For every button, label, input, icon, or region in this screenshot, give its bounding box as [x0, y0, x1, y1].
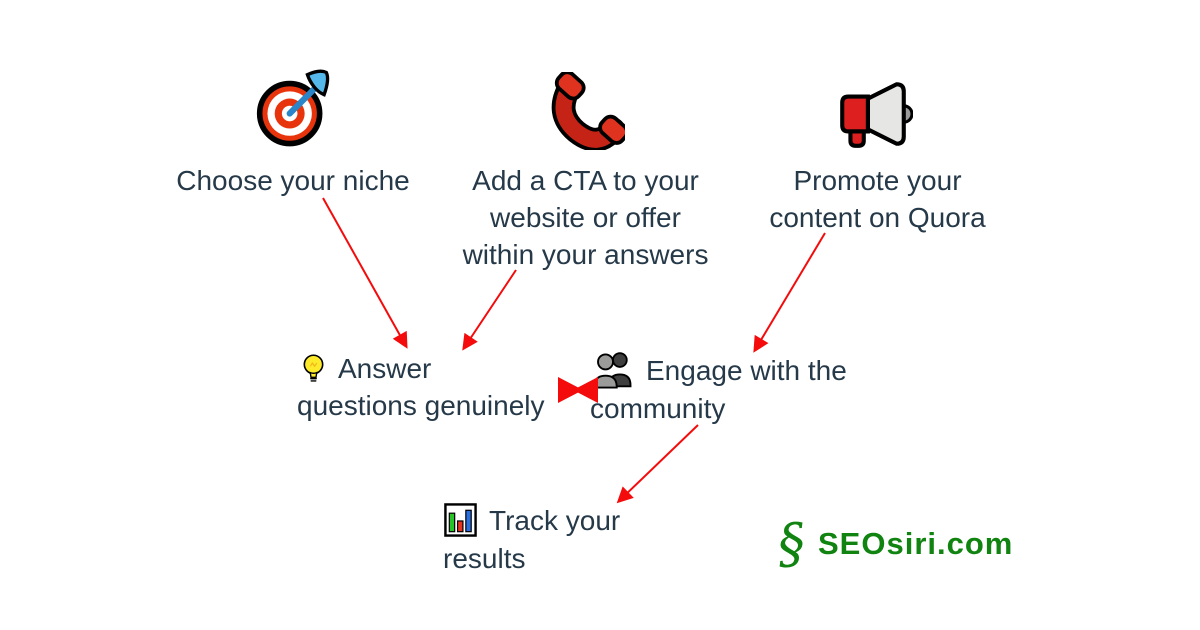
target-icon [253, 66, 333, 150]
bar-chart-icon [443, 500, 478, 540]
step-niche-label: Choose your niche [176, 165, 410, 196]
step-cta-line1: Add a CTA to your [472, 165, 699, 196]
arrow-cta-to-answer [462, 269, 517, 351]
step-engage: Engage with the community [590, 350, 847, 427]
step-track-line1: Track your [489, 504, 621, 536]
arrow-engage-to-track [616, 424, 699, 504]
arrow-niche-to-answer [322, 197, 408, 349]
step-cta-label: Add a CTA to your website or offer withi… [448, 162, 723, 273]
section-sign-logo-icon: § [775, 511, 808, 576]
lightbulb-icon [297, 351, 330, 387]
phone-icon [545, 72, 625, 150]
step-answer-line2: questions genuinely [297, 390, 545, 421]
step-track: Track your results [443, 500, 620, 577]
arrow-promote-to-engage [753, 232, 826, 353]
step-promote-line2: content on Quora [769, 202, 986, 233]
brand-logo: § SEOsiri.com [775, 511, 1014, 576]
step-answer: Answer questions genuinely [297, 350, 545, 424]
step-engage-line2: community [590, 393, 726, 424]
step-cta-line3: within your answers [462, 239, 709, 270]
step-promote-label: Promote your content on Quora [750, 162, 1005, 236]
brand-logo-text: SEOsiri.com [818, 526, 1014, 561]
step-engage-line1: Engage with the [646, 354, 847, 386]
step-promote-line1: Promote your [793, 165, 962, 196]
step-cta-line2: website or offer [490, 202, 681, 233]
step-track-line2: results [443, 543, 526, 574]
megaphone-icon [833, 80, 913, 148]
busts-icon [590, 350, 636, 390]
step-answer-line1: Answer [338, 353, 432, 384]
